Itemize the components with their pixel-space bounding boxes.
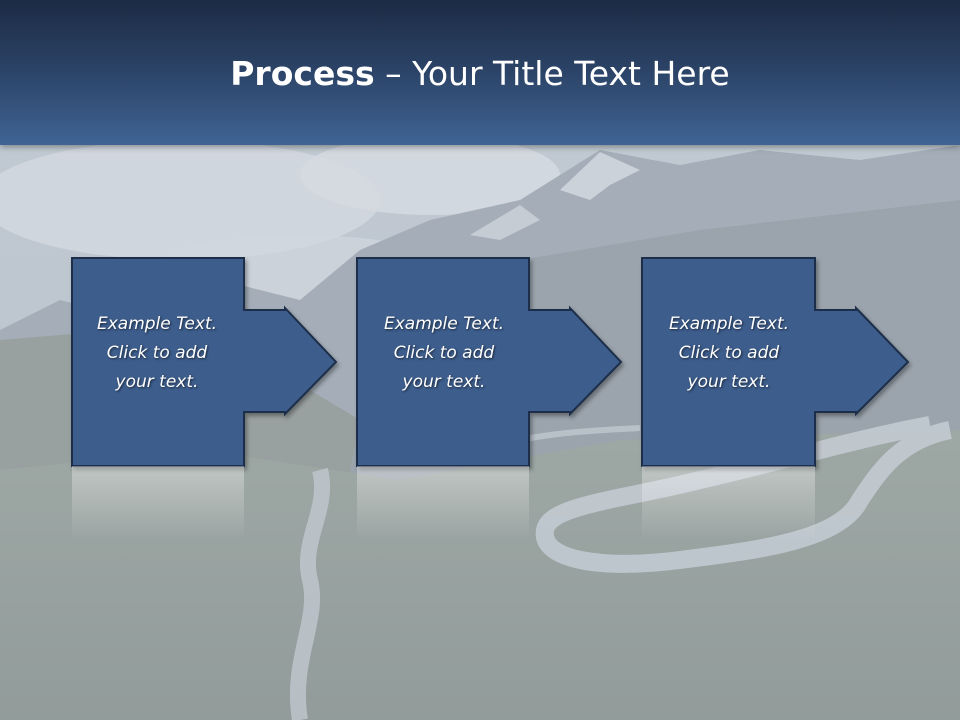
step-1-line-1: Example Text. <box>96 314 218 334</box>
step-1-line-2: Click to add <box>106 343 208 363</box>
step-reflection-1 <box>72 466 244 540</box>
process-step-2[interactable] <box>356 257 623 540</box>
step-3-line-1: Example Text. <box>668 314 790 334</box>
process-step-3[interactable] <box>641 257 910 540</box>
title-bold: Process <box>230 54 375 93</box>
title-rest: – Your Title Text Here <box>374 54 730 93</box>
step-3-line-3: your text. <box>687 372 771 392</box>
title-bar <box>0 0 960 145</box>
step-reflection-2 <box>357 466 529 540</box>
step-2-line-2: Click to add <box>393 343 495 363</box>
process-step-1[interactable] <box>71 257 338 540</box>
step-text-2[interactable]: Example Text. Click to add your text. <box>357 310 531 397</box>
slide-title[interactable]: Process – Your Title Text Here <box>0 50 960 98</box>
step-text-1[interactable]: Example Text. Click to add your text. <box>70 310 244 397</box>
step-1-line-3: your text. <box>115 372 199 392</box>
step-text-3[interactable]: Example Text. Click to add your text. <box>642 310 816 397</box>
step-3-line-2: Click to add <box>678 343 780 363</box>
step-2-line-3: your text. <box>402 372 486 392</box>
step-reflection-3 <box>642 466 815 540</box>
step-2-line-1: Example Text. <box>383 314 505 334</box>
